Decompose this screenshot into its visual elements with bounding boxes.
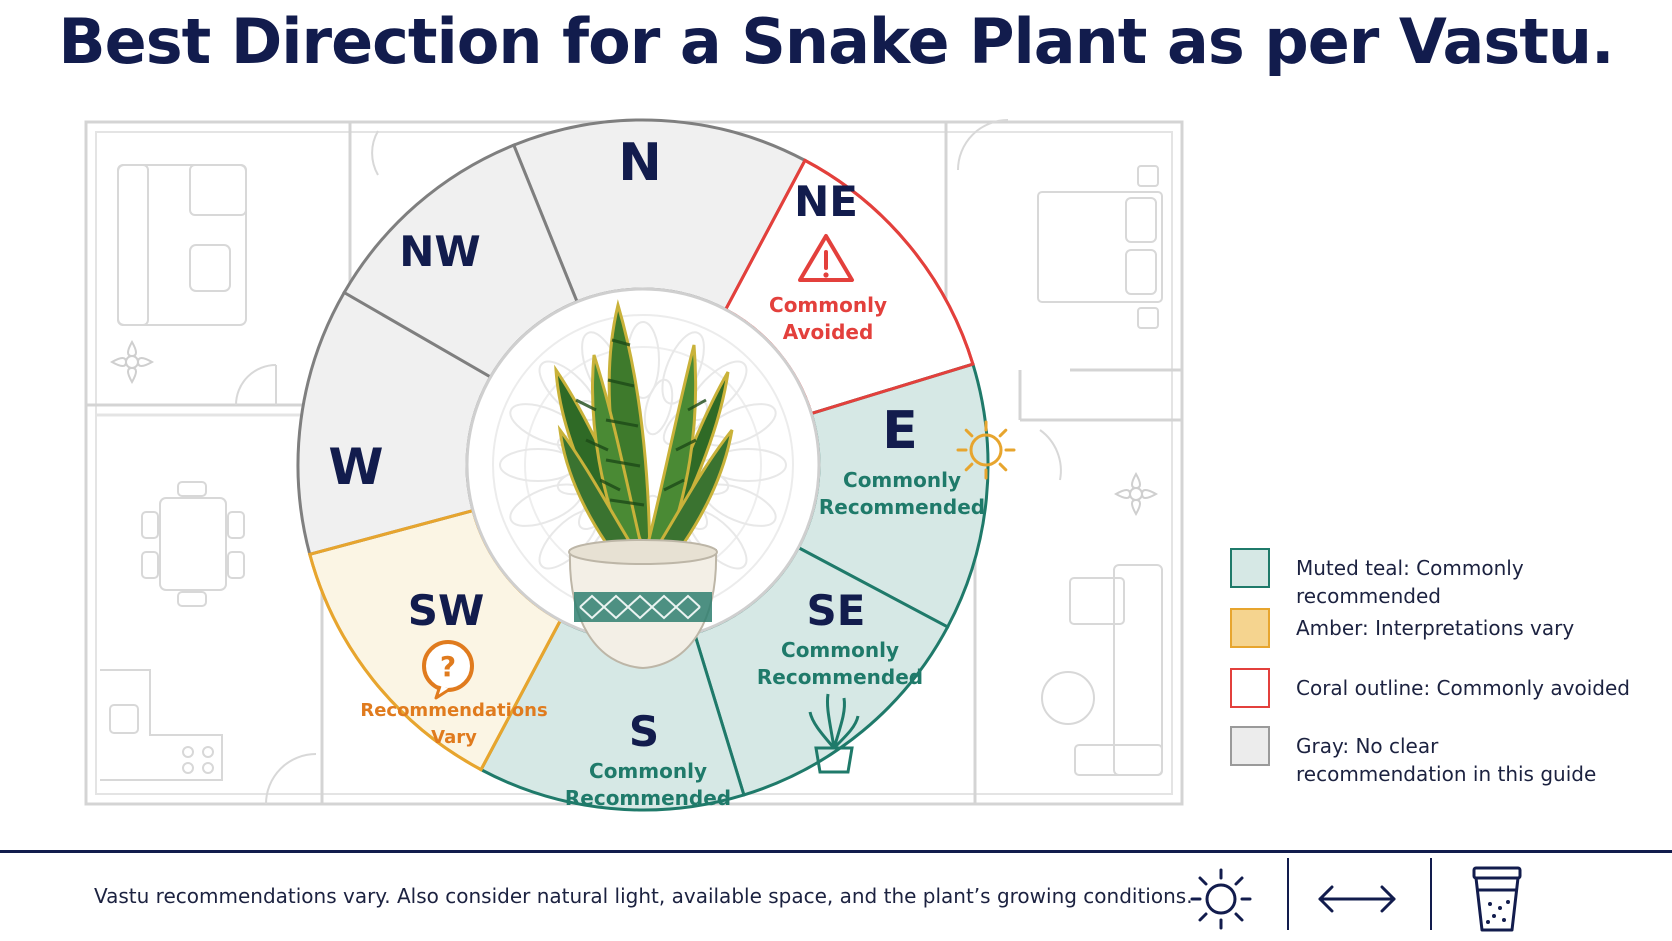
question-bubble-icon: ? [422,640,474,700]
direction-status-ne: Avoided [783,320,874,344]
direction-status-s: Commonly [589,759,707,783]
snake-plant-leaves [554,299,734,577]
direction-status-s: Recommended [565,786,731,810]
page-title: Best Direction for a Snake Plant as per … [58,5,1614,78]
direction-status-sw: Vary [431,727,477,748]
direction-status-ne: Commonly [769,293,887,317]
direction-status-e: Recommended [819,495,985,519]
direction-label-nw: NW [399,227,480,276]
footer-note: Vastu recommendations vary. Also conside… [94,884,1193,908]
direction-label-e: E [882,401,918,461]
double-arrow-icon [1318,885,1396,913]
legend-swatch-teal [1230,548,1270,588]
direction-status-sw: Recommendations [360,700,547,721]
legend-swatch-gray [1230,726,1270,766]
potted-plant-icon [808,693,860,774]
direction-status-e: Commonly [843,468,961,492]
direction-label-w: W [328,438,383,496]
direction-label-n: N [618,133,662,193]
direction-status-se: Recommended [757,665,923,689]
direction-label-s: S [629,707,659,756]
sun-icon [1190,868,1252,930]
legend-label-gray: Gray: No clear recommendation in this gu… [1296,734,1597,786]
pot-icon [1472,866,1522,932]
direction-labels: NNECommonlyAvoidedECommonlyRecommendedSE… [328,133,985,810]
footer-divider-line [0,850,1672,853]
legend-label-amber: Amber: Interpretations vary [1296,616,1575,640]
direction-status-se: Commonly [781,638,899,662]
legend-label-coral: Coral outline: Commonly avoided [1296,676,1630,700]
direction-label-sw: SW [408,586,485,635]
direction-wheel [296,118,990,812]
legend-label-teal: Muted teal: Commonly recommended [1296,556,1524,608]
direction-label-se: SE [807,586,866,635]
warning-icon [798,234,854,282]
direction-label-ne: NE [794,177,858,226]
footer-icon-divider [1430,858,1432,930]
plant-pot [568,539,718,670]
snake-plant-illustration [554,299,734,670]
vastu-direction-diagram: NNECommonlyAvoidedECommonlyRecommendedSE… [84,118,1184,812]
svg-text:?: ? [440,650,456,683]
legend-swatch-amber [1230,608,1270,648]
footer-icon-divider [1287,858,1289,930]
legend-swatch-coral [1230,668,1270,708]
sun-icon [956,420,1016,480]
